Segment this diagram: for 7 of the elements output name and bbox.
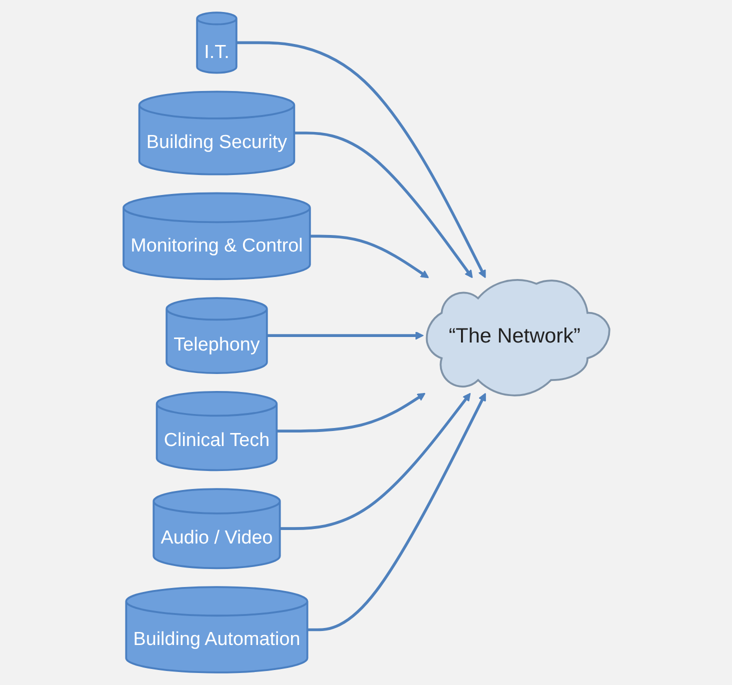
arrow [309, 234, 429, 278]
arrow [276, 392, 426, 432]
arrow [306, 392, 486, 632]
arrow [294, 132, 472, 278]
arrow [266, 331, 424, 340]
arrow [236, 41, 486, 278]
arrow [279, 392, 470, 530]
